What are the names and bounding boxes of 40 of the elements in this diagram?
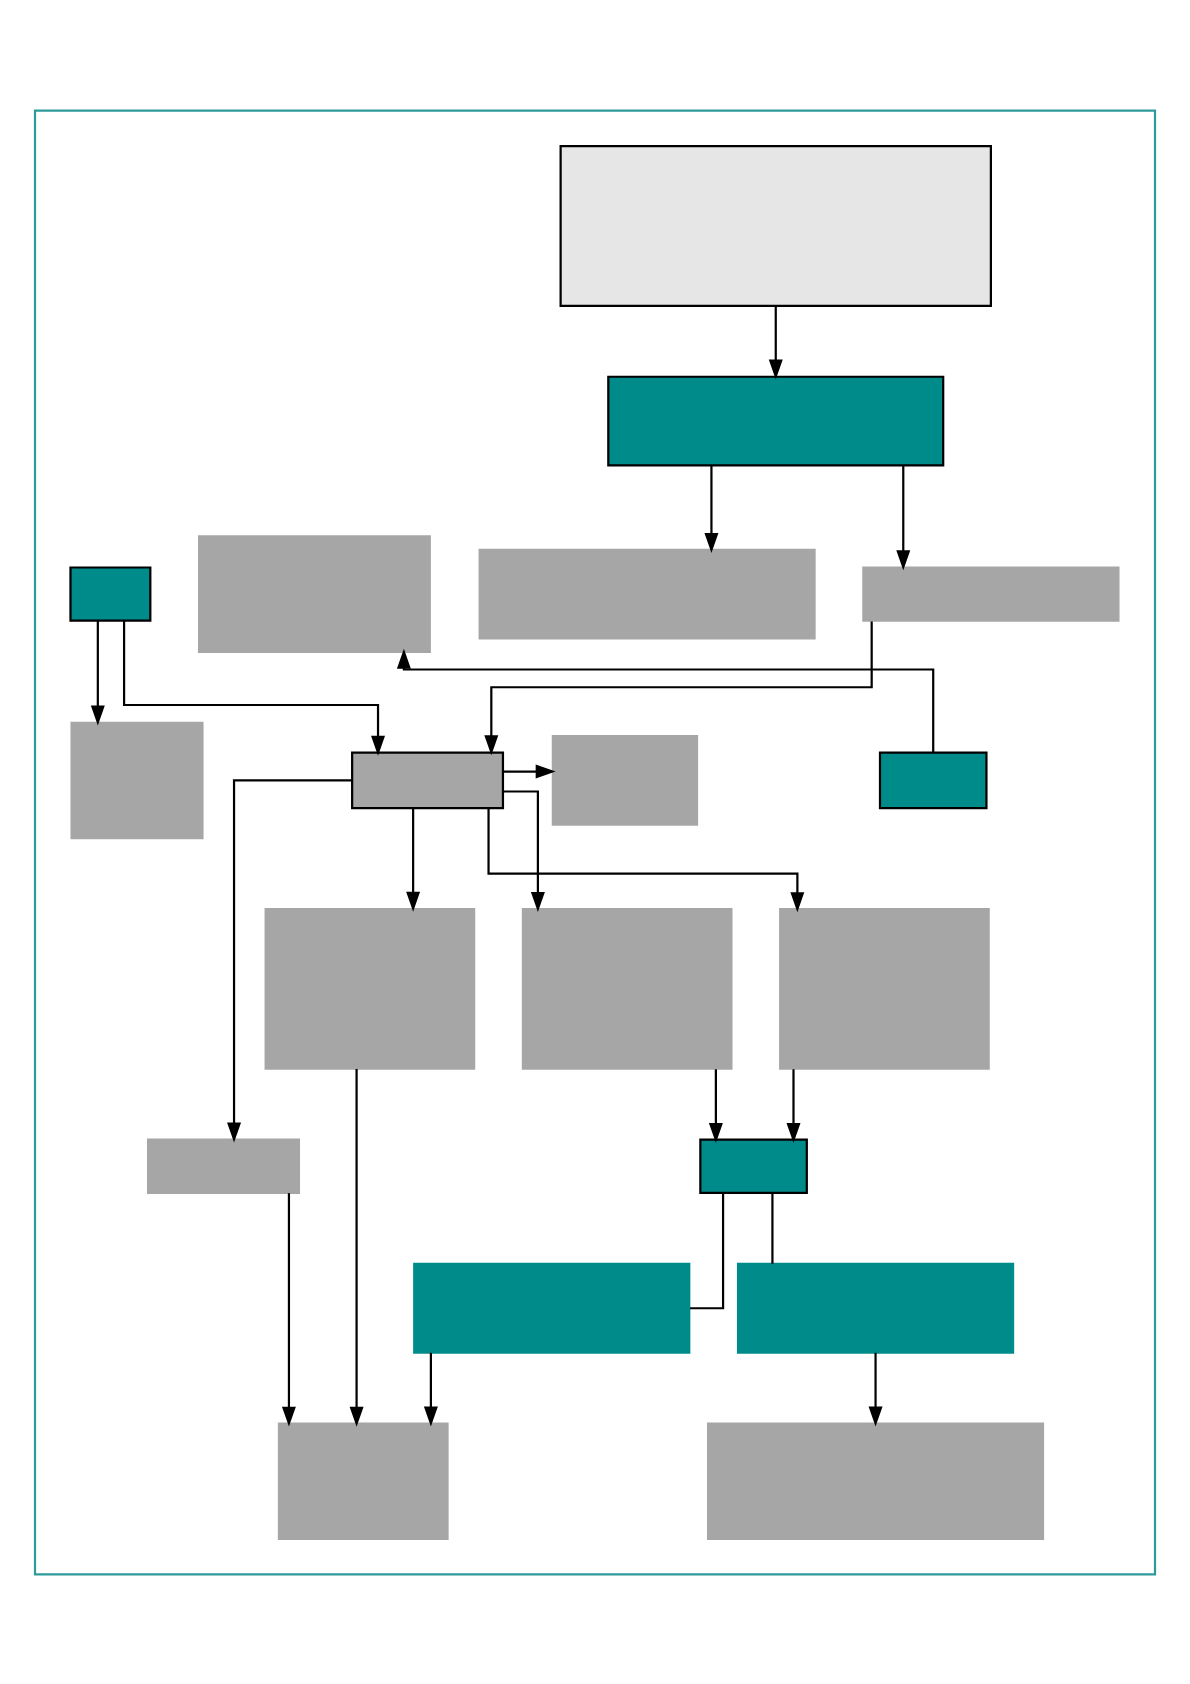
arrow <box>423 1352 438 1426</box>
arrow <box>503 764 556 779</box>
arrow <box>90 620 105 726</box>
node-box <box>559 144 992 307</box>
arrow <box>484 621 873 755</box>
arrow <box>704 465 719 553</box>
connector <box>690 1192 725 1309</box>
arrow <box>768 305 783 380</box>
node-box <box>264 907 476 1070</box>
node-box <box>551 734 699 826</box>
node-box <box>70 721 204 839</box>
arrow <box>349 1068 364 1427</box>
arrow <box>487 808 805 912</box>
node-box <box>413 1262 691 1354</box>
arrow <box>396 648 935 752</box>
node-box <box>607 375 945 467</box>
arrow <box>503 789 545 912</box>
node-box <box>147 1138 301 1194</box>
node-box <box>699 1138 808 1194</box>
node-box <box>198 534 431 653</box>
node-box <box>351 751 505 809</box>
node-box <box>478 548 816 640</box>
arrow <box>786 1068 801 1143</box>
node-box <box>862 565 1120 622</box>
arrow <box>406 808 421 912</box>
arrow <box>227 778 352 1143</box>
arrow <box>868 1352 883 1426</box>
node-box <box>69 565 152 622</box>
node-box <box>736 1262 1015 1354</box>
arrow <box>896 465 911 570</box>
node-box <box>779 907 990 1070</box>
arrow <box>708 1068 723 1143</box>
node-box <box>878 751 988 809</box>
arrow <box>281 1192 296 1427</box>
node-box <box>707 1421 1045 1540</box>
node-box <box>277 1421 449 1540</box>
cluster <box>33 109 1157 1575</box>
node-box <box>521 907 733 1070</box>
connector <box>771 1192 774 1264</box>
arrow <box>123 620 386 756</box>
